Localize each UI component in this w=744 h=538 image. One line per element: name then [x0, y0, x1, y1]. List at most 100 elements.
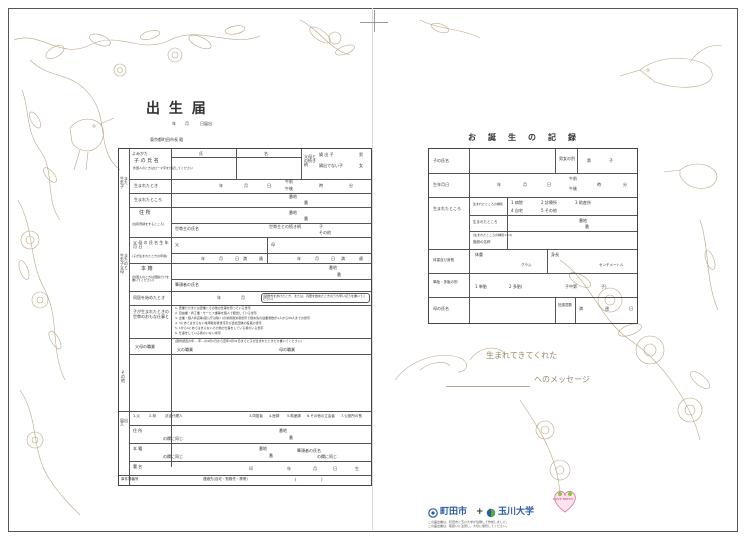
rec-birthplace-type-label: 生まれたところの種別: [473, 202, 504, 206]
honseki-go: 番: [337, 272, 341, 277]
notifier-type-7[interactable]: 法定代理人: [165, 414, 183, 418]
sign-born: 生: [355, 466, 359, 471]
job-option-4[interactable]: 4. 3にあてはまらない常用勤労者世帯及び会社団体の役員の世帯: [175, 321, 262, 325]
marriage-year: 年: [217, 295, 221, 300]
mascot-label: LOVE BIRTH: [553, 497, 573, 501]
rec-pm[interactable]: 午後: [569, 186, 577, 191]
rec-place-type-5[interactable]: 5 その他: [541, 208, 557, 213]
rec-place-type-4[interactable]: 4 自宅: [511, 208, 523, 213]
rec-birth-place-label: 生まれたところ: [433, 206, 461, 211]
signature-label: 署 名: [133, 464, 143, 469]
honseki-lot: 番地: [329, 265, 337, 270]
rec-place-type-2[interactable]: 2 診療所: [541, 200, 557, 205]
rec-birth-datetime-label: 生年月日: [433, 182, 449, 187]
birth-minute-label: 分: [349, 183, 353, 188]
tamagawa-univ-emblem-icon: [486, 508, 496, 518]
job-option-3[interactable]: 3. 企業・個人商店等(官公庁は除く)の常用勤労者世帯で勤め先の従業者数が1人か…: [175, 316, 310, 320]
relation-other-option[interactable]: その他: [319, 230, 331, 235]
honseki-label: 本 籍: [141, 266, 153, 272]
address-label: 住 所: [139, 210, 151, 216]
rec-day: 日: [547, 182, 551, 187]
rec-pregnancy-label: 妊娠週数: [558, 303, 572, 307]
message-line-2: へのメッセージ: [534, 375, 590, 384]
mother-day: 日: [331, 256, 335, 261]
honseki-note: (外国人のときは国籍だけを書いてください): [132, 275, 170, 282]
birth-place-label: 生まれたところ: [134, 197, 162, 202]
rec-mother-name-label: 母の氏名: [433, 306, 449, 311]
rec-child-label: 子: [609, 158, 613, 163]
notifier-honseki-go: 番: [269, 453, 273, 458]
notifier-type-8[interactable]: 7.公設所の長: [341, 414, 362, 418]
side-label-child: 生まれた子: [120, 176, 128, 189]
rec-birthplace-place: 生まれたところ: [473, 220, 498, 224]
rec-place-type-3[interactable]: 3 助産所: [575, 200, 591, 205]
relation-child-option[interactable]: 子: [319, 224, 323, 229]
relation-householder-label: 世帯主との続き柄: [269, 224, 301, 229]
sign-month: 月: [313, 466, 317, 471]
rec-multiple-label: 単胎・多胎の別: [433, 280, 458, 284]
notifier-type-2[interactable]: 2.母: [149, 414, 156, 418]
date-month: 月: [185, 121, 189, 126]
child-name-note: 外国人のときはローマ字を付記してください: [133, 166, 193, 170]
notifier-head-label: 筆頭者の氏名: [297, 448, 321, 453]
notifier-address-label: 住 所: [133, 428, 143, 433]
birth-form-table: 生まれた子 生まれた子の父と母 届出人 よみかた 子 の 氏 名 外国人のときは…: [118, 148, 372, 486]
male-option[interactable]: 男: [359, 152, 363, 157]
parents-job-label: 父母の職業: [135, 344, 155, 349]
rec-facility-label: 施設の名称: [473, 240, 491, 244]
rec-order-label: 第: [587, 158, 591, 163]
other-label: そ の 他: [121, 370, 125, 383]
female-option[interactable]: 女: [359, 163, 363, 168]
legit-child-option[interactable]: 嫡 出 子: [319, 152, 334, 157]
rec-place-type-1[interactable]: 1 病院: [511, 200, 523, 205]
job-option-2[interactable]: 2. 自由業・商工業・サービス業等を個人で経営している世帯: [175, 311, 257, 315]
marriage-start-label: 同居を始めたとき: [133, 295, 165, 300]
mother-job-label: 母の職業: [279, 347, 295, 352]
address-go: 番: [304, 216, 308, 221]
notifier-same-head: の欄に同じ: [317, 454, 337, 459]
notifier-type-3[interactable]: 3.同居者: [249, 414, 263, 418]
date-day: 日届出: [200, 121, 212, 126]
rec-multiple-multi[interactable]: 2 多胎(: [509, 284, 523, 289]
love-birth-mascot-icon: [554, 490, 576, 513]
rec-multiple-single[interactable]: 1 単胎: [475, 284, 487, 289]
notifier-type-5[interactable]: 5.助産師: [287, 414, 301, 418]
head-of-registry-label: 筆頭者の氏名: [175, 282, 199, 287]
marriage-month: 月: [241, 295, 245, 300]
mother-age: 満: [341, 256, 345, 261]
job-option-5[interactable]: 5. 1から4にあてはまらないその他の仕事をしている者のいる世帯: [175, 326, 264, 330]
machida-city-emblem-icon: [428, 508, 438, 518]
notifier-honseki-lot: 番地: [259, 446, 267, 451]
parents-relation-label: 父母との続き柄: [304, 154, 316, 167]
notifier-type-1[interactable]: 1.父: [133, 414, 140, 418]
notifier-same-address: の欄に同じ: [163, 436, 183, 441]
birth-am-option[interactable]: 午前: [285, 179, 293, 184]
record-title: お 誕 生 の 記 録: [468, 133, 578, 142]
rec-multiple-close: 子): [601, 284, 607, 289]
job-option-6[interactable]: 6. 仕事をしている者のいない世帯: [175, 331, 221, 335]
rec-weight-unit: グラム: [521, 263, 532, 267]
householder-label: 世帯主の氏名: [175, 226, 199, 231]
rec-birthplace-lot: 番地: [579, 218, 587, 223]
rec-birthplace-go: 番: [585, 224, 589, 229]
rec-multiple-order: 子中第: [565, 284, 577, 289]
notifier-type-4[interactable]: 4.医師: [269, 414, 280, 418]
rec-am[interactable]: 午前: [569, 176, 577, 181]
rec-minute: 分: [623, 182, 627, 187]
credit-line-2: この届出書は、取扱いに注意し、大切に保管してください。: [428, 524, 509, 528]
sign-day: 日: [333, 466, 337, 471]
rec-days-label: 日: [629, 306, 633, 311]
birth-pm-option[interactable]: 午後: [285, 186, 293, 191]
father-month: 月: [219, 256, 223, 261]
birth-place-lot: 番地: [289, 194, 297, 199]
father-age: 満: [243, 256, 247, 261]
mother-label: 母: [271, 242, 275, 247]
job-option-1[interactable]: 1. 農業だけまたは農業とその他の仕事を持っている世帯: [175, 306, 251, 310]
mother-month: 月: [315, 256, 319, 261]
marriage-note: (結婚式をあげたとき、または、同居を始めたときのうち早いほうを書いてください): [261, 293, 370, 303]
sign-year: 年: [287, 466, 291, 471]
mother-age-unit: 歳: [359, 256, 363, 261]
non-legit-child-option[interactable]: 嫡出でない子: [319, 163, 343, 168]
notifier-type-6[interactable]: 6.その他の立会者: [307, 414, 335, 418]
